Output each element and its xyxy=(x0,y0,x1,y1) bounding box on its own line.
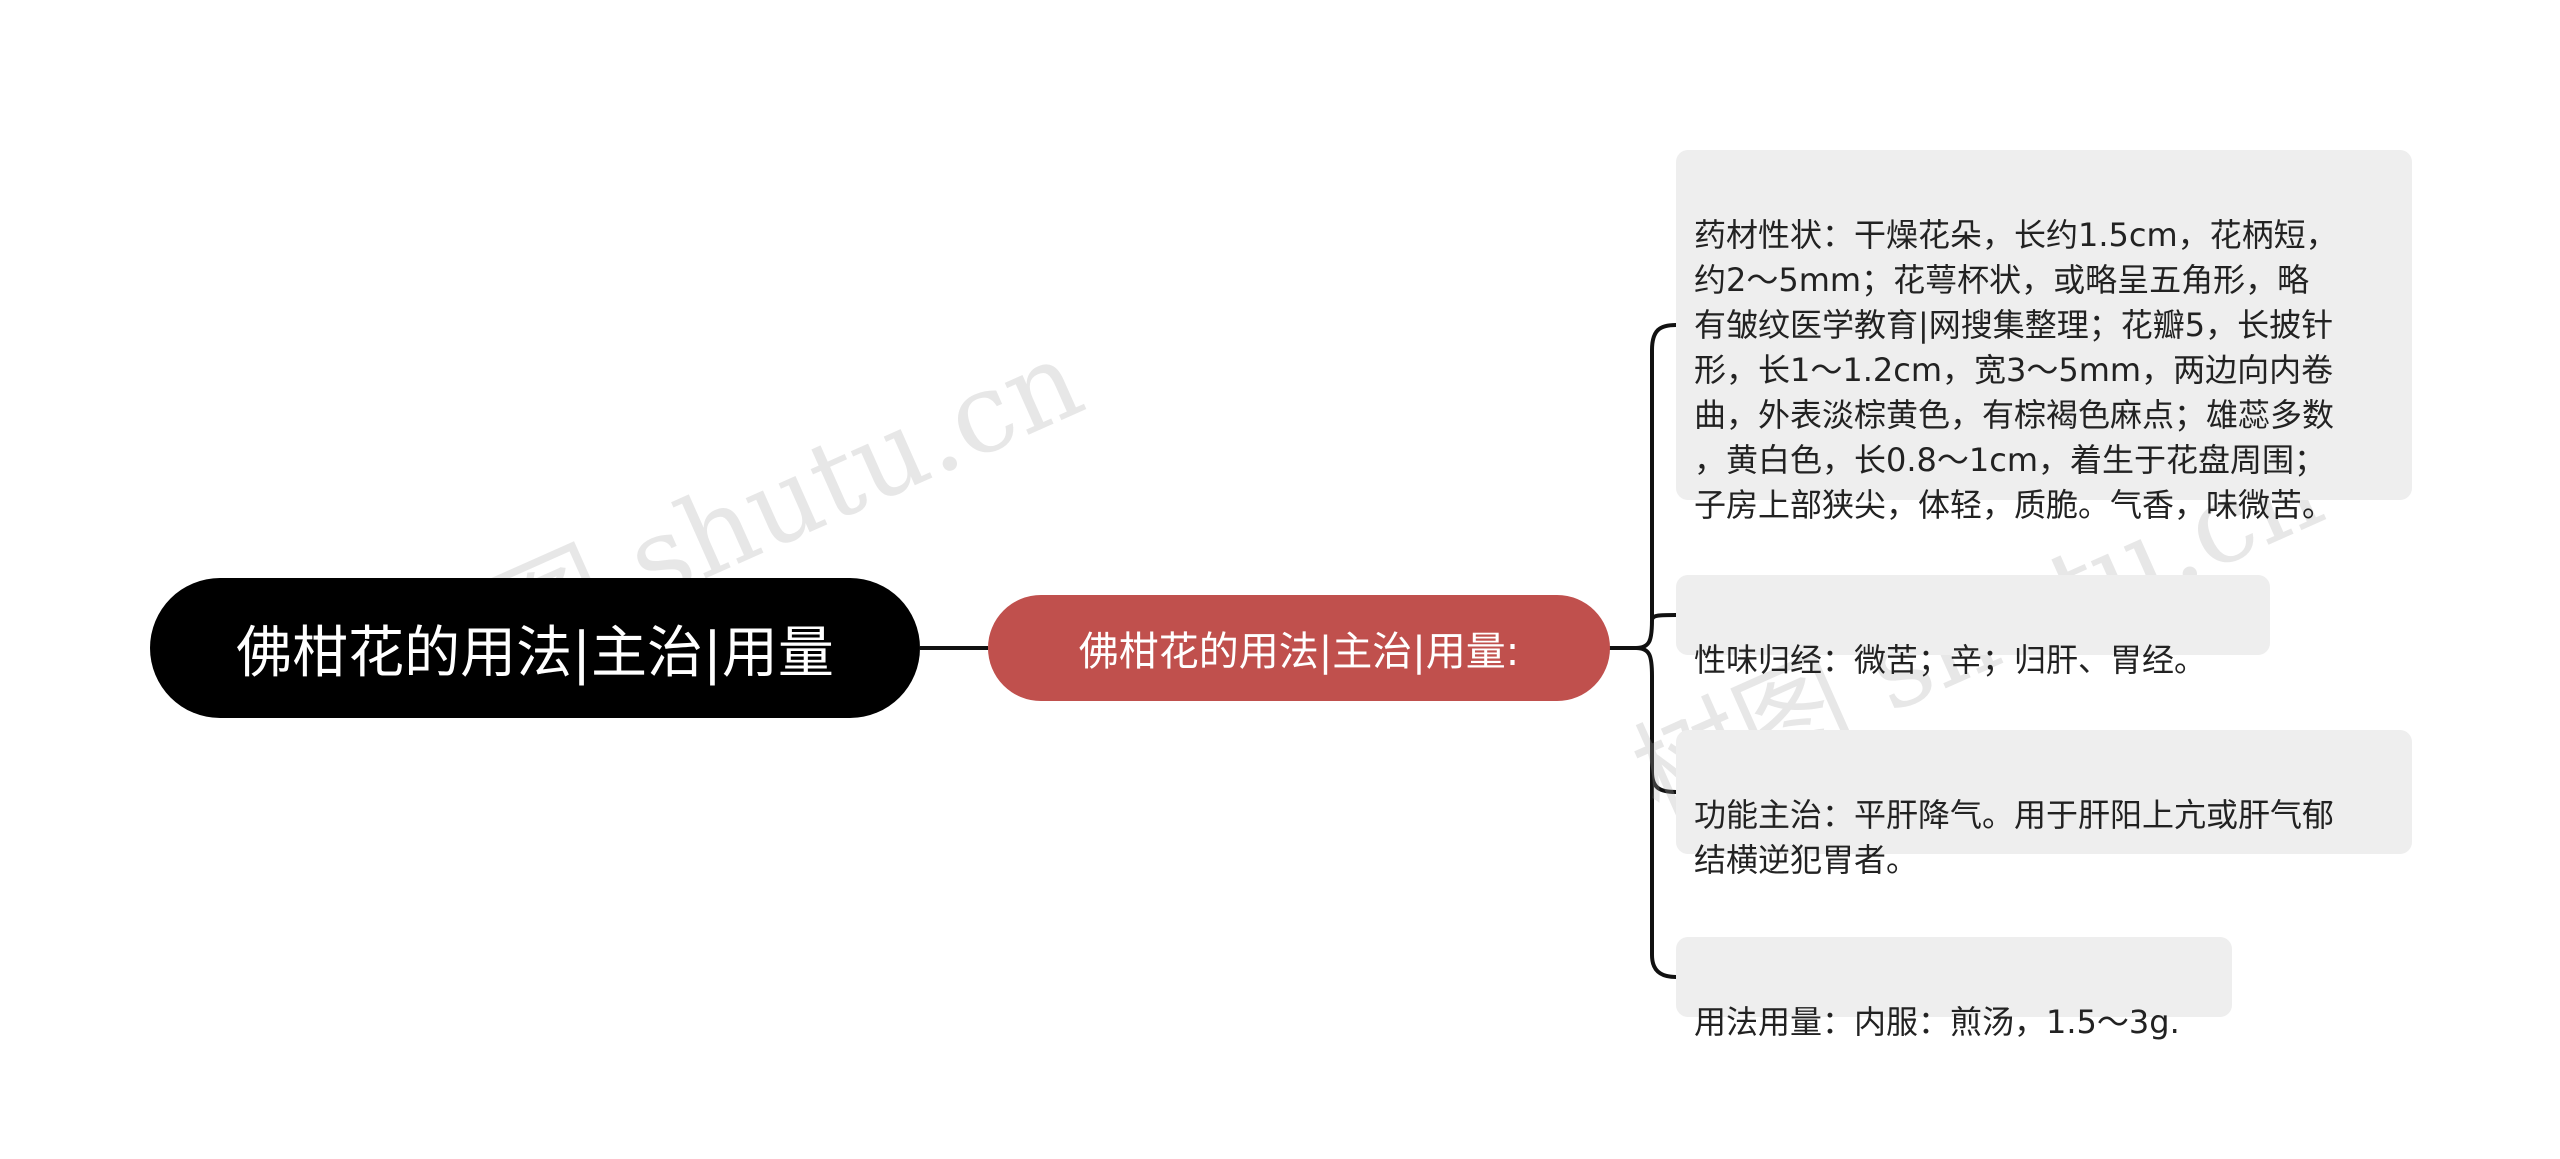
leaf-node-label: 药材性状：干燥花朵，长约1.5cm，花柄短， 约2～5mm；花萼杯状，或略呈五角… xyxy=(1694,216,2338,524)
leaf-node-nature-meridian[interactable]: 性味归经：微苦；辛；归肝、胃经。 xyxy=(1676,575,2270,679)
branch-to-leaves-bracket xyxy=(1608,323,1678,979)
leaf-node-label: 用法用量：内服：煎汤，1.5～3g. xyxy=(1694,1003,2180,1041)
leaf-node-label: 性味归经：微苦；辛；归肝、胃经。 xyxy=(1694,641,2207,679)
leaf-node-properties[interactable]: 药材性状：干燥花朵，长约1.5cm，花柄短， 约2～5mm；花萼杯状，或略呈五角… xyxy=(1676,150,2412,524)
branch-node-label: 佛柑花的用法|主治|用量: xyxy=(1078,629,1520,675)
leaf-node-dosage[interactable]: 用法用量：内服：煎汤，1.5～3g. xyxy=(1676,937,2232,1041)
root-node[interactable]: 佛柑花的用法|主治|用量 xyxy=(150,578,920,718)
root-node-label: 佛柑花的用法|主治|用量 xyxy=(236,620,834,686)
leaf-node-indications[interactable]: 功能主治：平肝降气。用于肝阳上亢或肝气郁 结横逆犯胃者。 xyxy=(1676,730,2412,879)
leaf-node-label: 功能主治：平肝降气。用于肝阳上亢或肝气郁 结横逆犯胃者。 xyxy=(1694,796,2335,879)
branch-node[interactable]: 佛柑花的用法|主治|用量: xyxy=(988,595,1610,701)
